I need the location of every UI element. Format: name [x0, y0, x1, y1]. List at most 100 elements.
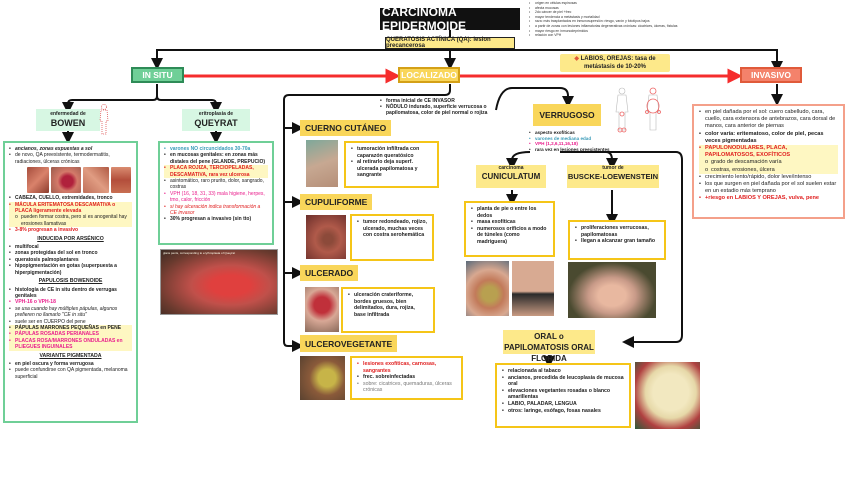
- cuniculatum-image: [466, 261, 509, 316]
- body-figure-icon: [96, 104, 112, 136]
- invasivo-item: en piel dañada por el sol: cuero cabellu…: [699, 109, 838, 131]
- invasivo-box: en piel dañada por el sol: cuero cabellu…: [692, 104, 845, 219]
- verrugoso-item: varones de mediana edad: [529, 136, 629, 142]
- invasivo-item: costras, erosiones, úlcera: [699, 167, 838, 174]
- cuniculatum-box: planta de pie o entre los dedos masa exo…: [464, 201, 555, 257]
- papulosis-item: se usa cuando hay múltiples pápulas, alg…: [9, 306, 132, 319]
- papulosis-item: PÁPULAS ROSADAS PERIANALES: [9, 331, 132, 338]
- arsenico-item: multifocal: [9, 244, 132, 251]
- queyrat-item: PLACA ROJIZA, TERCIOPELADAS, DESCAMATIVA…: [164, 165, 268, 178]
- papulosis-item: PLACAS ROSA/MARRONES ONDULADAS en PLIEGU…: [9, 338, 132, 351]
- ulcerado-item: ulceración crateriforme, bordes gruesos,…: [348, 292, 428, 318]
- stage-in-situ: IN SITU: [131, 67, 184, 83]
- invasivo-item: +riesgo en LABIOS Y OREJAS, vulva, pene: [699, 195, 838, 202]
- localizado-note: NÓDULO indurado, superficie verrucosa o …: [380, 104, 500, 116]
- precursor-label: QUERATOSIS ACTÍNICA (QA): lesion precanc…: [385, 37, 515, 49]
- note-item: mayor tendencia a metástasis y mortalida…: [529, 15, 703, 20]
- note-item: a partir de zonas con lesiones inflamato…: [529, 24, 703, 29]
- cuniculatum-item: planta de pie o entre los dedos: [471, 206, 548, 219]
- queyrat-box: varones NO circuncidados 30-70a en mucos…: [158, 141, 274, 245]
- oral-item: ancianos, precedida de leucoplasia de mu…: [502, 375, 624, 388]
- bowen-item: CABEZA, CUELLO, extremidades, tronco: [9, 195, 132, 202]
- note-item: relación con VPH: [529, 33, 703, 38]
- ulcerovegetante-item: sobre: cicatrices, quemaduras, úlceras c…: [357, 381, 456, 394]
- buscke-image: [568, 262, 656, 318]
- oral-item: elevaciones vegetantes rosadas o blanco …: [502, 388, 624, 401]
- buscke-box: proliferaciones verrucosas, papilomatosa…: [568, 220, 666, 260]
- invasivo-item: color varía: eritematoso, color de piel,…: [699, 131, 838, 145]
- cuerno-image: [306, 140, 338, 187]
- queyrat-item: varones NO circuncidados 30-70a: [164, 146, 268, 153]
- arsenico-item: zonas protegidas del sol en tronco: [9, 250, 132, 257]
- cuerno-item: tumoración infiltrada con caparazón quer…: [351, 146, 432, 159]
- lesion-image: [111, 167, 131, 194]
- papulosis-item: histología de CE in situ dentro de verru…: [9, 287, 132, 300]
- note-item: raza: más trasplantados en inmunosupresi…: [529, 19, 703, 24]
- invasivo-item: grado de descamación varía: [699, 159, 838, 166]
- queyrat-item: VPH (16, 18, 31, 33) mala higiene, herpe…: [164, 191, 268, 204]
- bowen-item: 3-8% progresan a invasivo: [9, 227, 132, 234]
- bowen-highlight: MÁCULA ERITEMATOSA DESCAMATIVA o PLACA l…: [9, 201, 132, 228]
- verrugoso-item: aspecto exofíticas: [529, 130, 629, 136]
- lesion-image: [51, 167, 81, 194]
- cuniculatum-item: masa exofíticas: [471, 219, 548, 226]
- cuerno-box: tumoración infiltrada con caparazón quer…: [344, 141, 439, 188]
- oral-image: [635, 362, 700, 429]
- pigmentada-title: VARIANTE PIGMENTADA: [39, 352, 102, 359]
- pigmentada-item: en piel oscura y forma verrugosa: [9, 361, 132, 368]
- papulosis-item: suele ser en CUERPO del pene: [9, 319, 132, 326]
- stage-invasivo: INVASIVO: [740, 67, 802, 83]
- metastasis-note: ◆ LABIOS, OREJAS: tasa de metástasis de …: [560, 54, 670, 72]
- bowen-item: de novo, QA preexistente, termodermatiti…: [9, 152, 132, 165]
- note-item: origen en células espinosas: [529, 1, 703, 6]
- type-cupuliforme-label: CUPULIFORME: [300, 194, 373, 210]
- verrugoso-item: rara vez en lesiones preexistentes: [529, 147, 629, 153]
- oral-item: relacionada al tabaco: [502, 368, 624, 375]
- cuerno-item: al retirarlo deja superf. ulcerada papil…: [351, 159, 432, 179]
- cuniculatum-image: [512, 261, 554, 316]
- cuniculatum-item: numerosos orificios a modo de túneles (c…: [471, 226, 548, 246]
- cuniculatum-header: carcinoma CUNICULATUM: [476, 165, 546, 188]
- invasivo-item: los que surgen en piel dañada por el sol…: [699, 181, 838, 195]
- queyrat-item: 30% progresan a invasivo (sin tto): [164, 216, 268, 223]
- bowen-header: enfermedad de BOWEN: [36, 109, 100, 131]
- arsenico-title: INDUCIDA POR ARSÉNICO: [37, 235, 104, 242]
- bowen-item: ancianos, zonas expuestas a sol: [9, 146, 132, 153]
- ulcerovegetante-image: [300, 356, 345, 400]
- warning-icon: ◆: [574, 56, 581, 62]
- image-caption: glans penis, corresponding to erythropla…: [163, 251, 236, 255]
- bowen-box: ancianos, zonas expuestas a sol de novo,…: [3, 141, 138, 423]
- cupuliforme-box: tumor redondeado, rojizo, ulcerado, much…: [350, 214, 434, 261]
- stage-localizado: LOCALIZADO: [398, 67, 460, 83]
- type-ulcerovegetante-label: ULCEROVEGETANTE: [300, 335, 398, 352]
- lesion-image: [83, 167, 109, 194]
- oral-item: otros: laringe, esófago, fosas nasales: [502, 408, 624, 415]
- bowen-images: [27, 167, 132, 194]
- cupuliforme-image: [306, 215, 346, 259]
- queyrat-item: en mucosas genitales: en zonas más dista…: [164, 152, 268, 165]
- queyrat-highlight: PLACA ROJIZA, TERCIOPELADAS, DESCAMATIVA…: [164, 165, 268, 179]
- note-item: mayor riesgo en inmunodeprimidos: [529, 29, 703, 34]
- oral-header: ORAL o PAPILOMATOSIS ORAL FLORIDA: [503, 330, 595, 363]
- note-item: 2do cáncer de piel +frec: [529, 10, 703, 15]
- localizado-note: forma inicial de CE INVASOR: [380, 98, 500, 104]
- type-cuerno-label: CUERNO CUTÁNEO: [300, 120, 392, 136]
- queyrat-item: si hay ulceración indica transformación …: [164, 204, 268, 217]
- general-notes: origen en células espinosas afecta mucos…: [523, 1, 703, 38]
- page-title: CARCINOMA EPIDERMOIDE: [380, 5, 520, 33]
- ulcerado-box: ulceración crateriforme, bordes gruesos,…: [341, 287, 435, 333]
- queyrat-header: eritroplasia de QUEYRAT: [182, 109, 250, 131]
- cupuliforme-item: tumor redondeado, rojizo, ulcerado, much…: [357, 219, 427, 239]
- buscke-item: llegan a alcanzar gran tamaño: [575, 238, 659, 245]
- papulosis-item: PÁPULAS MARRONES PEQUEÑAS en PENE: [9, 325, 132, 332]
- lesion-image: [27, 167, 49, 194]
- invasivo-highlight: PAPULONODULARES, PLACA, PAPILOMATOSOS, E…: [699, 145, 838, 174]
- bowen-item: pueden formar costra, pero si es anogeni…: [9, 214, 132, 227]
- ulcerovegetante-box: lesiones exofíticas, carnosas, sangrante…: [350, 356, 463, 400]
- buscke-item: proliferaciones verrucosas, papilomatosa…: [575, 225, 659, 238]
- invasivo-item: crecimiento lento/rápido, dolor leve/int…: [699, 174, 838, 181]
- papulosis-title: PAPULOSIS BOWENOIDE: [38, 278, 103, 285]
- type-ulcerado-label: ULCERADO: [300, 265, 359, 281]
- oral-box: relacionada al tabaco ancianos, precedid…: [495, 363, 631, 428]
- bowen-item: MÁCULA ERITEMATOSA DESCAMATIVA o PLACA l…: [9, 202, 132, 215]
